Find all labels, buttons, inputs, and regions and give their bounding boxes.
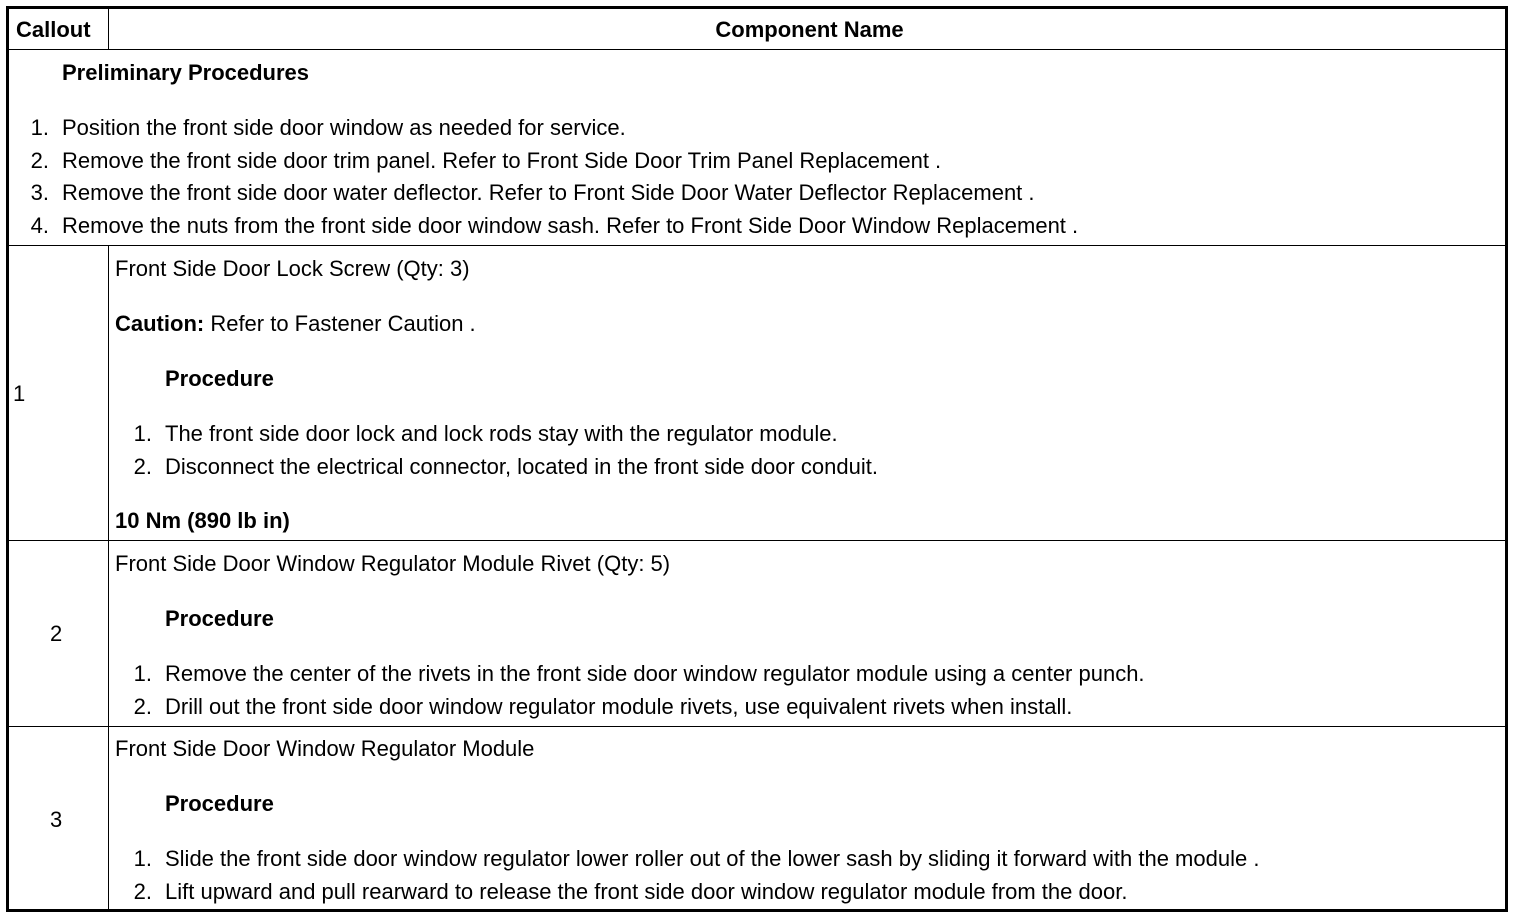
preliminary-step-number: 3. (30, 180, 49, 205)
caution-label: Caution: (115, 311, 205, 336)
preliminary-step-number: 2. (30, 148, 49, 173)
procedure-step-number: 2. (133, 694, 152, 719)
row-divider (9, 245, 1505, 246)
caution-text: Refer to Fastener Caution . (204, 311, 476, 336)
header-column-divider (108, 9, 109, 49)
row-divider (9, 726, 1505, 727)
callout-number: 1 (13, 381, 26, 406)
header-divider (9, 49, 1505, 50)
procedure-step-text: Drill out the front side door window reg… (165, 694, 1073, 719)
row-divider (9, 540, 1505, 541)
component-name: Front Side Door Lock Screw (Qty: 3) (115, 256, 470, 281)
preliminary-step-text: Remove the front side door trim panel. R… (62, 148, 942, 173)
procedure-table: Callout Component Name Preliminary Proce… (6, 6, 1508, 912)
caution-note: Caution: Refer to Fastener Caution . (115, 311, 476, 337)
procedure-step-text: The front side door lock and lock rods s… (165, 421, 838, 446)
procedure-title: Procedure (165, 606, 274, 631)
procedure-step-number: 2. (133, 454, 152, 479)
callout-number: 2 (50, 621, 63, 646)
component-name: Front Side Door Window Regulator Module … (115, 551, 671, 576)
procedure-step-text: Slide the front side door window regulat… (165, 846, 1260, 871)
preliminary-title: Preliminary Procedures (62, 60, 310, 85)
preliminary-step-number: 1. (30, 115, 49, 140)
callout-number: 3 (50, 807, 63, 832)
preliminary-step-number: 4. (30, 213, 49, 238)
preliminary-step-text: Remove the nuts from the front side door… (62, 213, 1079, 238)
header-callout: Callout (16, 17, 91, 42)
procedure-title: Procedure (165, 366, 274, 391)
procedure-title: Procedure (165, 791, 274, 816)
procedure-step-number: 1. (133, 846, 152, 871)
procedure-step-number: 2. (133, 879, 152, 904)
procedure-step-text: Lift upward and pull rearward to release… (165, 879, 1128, 904)
procedure-step-text: Remove the center of the rivets in the f… (165, 661, 1145, 686)
procedure-step-text: Disconnect the electrical connector, loc… (165, 454, 878, 479)
header-component-name: Component Name (715, 17, 904, 42)
component-name: Front Side Door Window Regulator Module (115, 736, 535, 761)
procedure-step-number: 1. (133, 661, 152, 686)
preliminary-step-text: Position the front side door window as n… (62, 115, 626, 140)
procedure-step-number: 1. (133, 421, 152, 446)
column-divider (108, 245, 109, 909)
preliminary-step-text: Remove the front side door water deflect… (62, 180, 1035, 205)
torque-spec: 10 Nm (890 lb in) (115, 508, 290, 533)
